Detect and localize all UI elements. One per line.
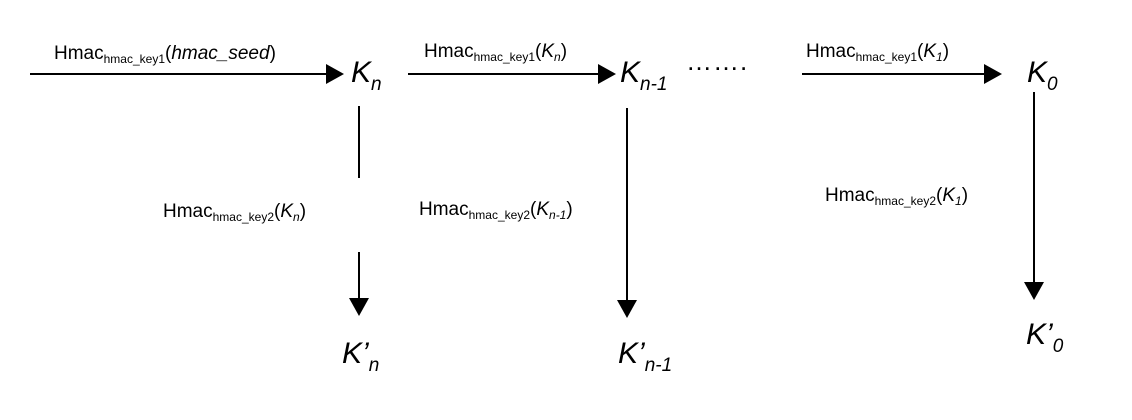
label-hmac-key1-k1: Hmachmac_key1(K1) bbox=[806, 41, 950, 64]
node-kprime-0: K’0 bbox=[1026, 318, 1064, 357]
label-hmac-key2-k1: Hmachmac_key2(K1) bbox=[825, 185, 969, 208]
arrow-k1-to-k0 bbox=[802, 64, 1002, 84]
label-hmac-key1-seed: Hmachmac_key1(hmac_seed) bbox=[54, 43, 276, 66]
arrow-kn1-to-kpn1 bbox=[617, 108, 637, 318]
arrow-seed-to-kn bbox=[30, 64, 344, 84]
arrow-kn-to-kpn bbox=[349, 106, 369, 316]
node-k0: K0 bbox=[1027, 56, 1058, 95]
node-kprime-n-minus-1: K’n-1 bbox=[618, 337, 673, 376]
ellipsis: ……. bbox=[686, 46, 749, 76]
node-kn: Kn bbox=[351, 56, 382, 95]
label-hmac-key2-kn1: Hmachmac_key2(Kn-1) bbox=[419, 199, 573, 222]
arrow-kn-to-kn1 bbox=[408, 64, 616, 84]
node-kn-minus-1: Kn-1 bbox=[620, 56, 668, 95]
label-hmac-key2-kn: Hmachmac_key2(Kn) bbox=[163, 201, 307, 224]
node-kprime-n: K’n bbox=[342, 337, 380, 376]
arrow-k0-to-kp0 bbox=[1024, 92, 1044, 300]
label-hmac-key1-kn: Hmachmac_key1(Kn) bbox=[424, 41, 568, 64]
